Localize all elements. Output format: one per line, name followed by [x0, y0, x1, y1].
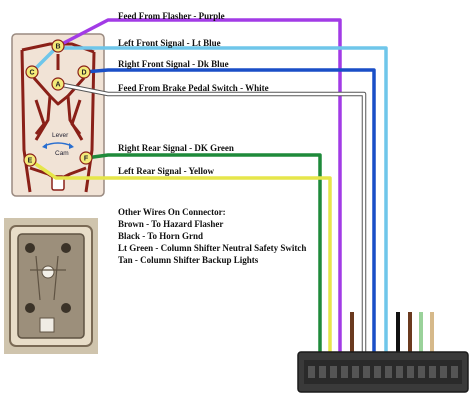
pin-letter: B	[55, 44, 60, 51]
connector-slot	[440, 366, 447, 378]
wire-dk-blue	[83, 68, 376, 354]
pin-circle	[79, 151, 93, 165]
lever-label: Lever	[52, 132, 69, 139]
connector-slot	[352, 366, 359, 378]
connector-slot	[341, 366, 348, 378]
pin-e: E	[23, 153, 37, 167]
lever-cam-arrow-icon	[42, 142, 74, 149]
pin-circle	[51, 77, 65, 91]
wire-label-lt-blue: Left Front Signal - Lt Blue	[118, 38, 221, 48]
connector-slot	[385, 366, 392, 378]
wire-white	[57, 82, 366, 354]
turn-signal-switch: Lever Cam	[11, 33, 105, 197]
connector-slot	[308, 366, 315, 378]
wires-layer	[29, 18, 388, 354]
wire-label-yellow: Left Rear Signal - Yellow	[118, 166, 214, 176]
pin-circle	[25, 65, 39, 79]
pin-letter: C	[29, 70, 34, 77]
wire-label-purple: Feed From Flasher - Purple	[118, 11, 225, 21]
pin-f: F	[79, 151, 93, 165]
pin-letter: D	[81, 70, 86, 77]
connector-slot	[451, 366, 458, 378]
other-wires-line: Lt Green - Column Shifter Neutral Safety…	[118, 243, 306, 253]
connector-photo	[4, 218, 98, 354]
pin-circle	[51, 39, 65, 53]
connector-slot	[319, 366, 326, 378]
connector-slot	[363, 366, 370, 378]
pin-c: C	[25, 65, 39, 79]
extra-connector-wires	[350, 312, 434, 354]
pin-circle	[77, 65, 91, 79]
wire-connector	[297, 351, 469, 393]
wire-dk-green	[85, 153, 322, 354]
pin-letter: F	[84, 156, 89, 163]
wire-purple	[57, 18, 342, 354]
pin-letter: A	[55, 82, 60, 89]
other-wires-note: Other Wires On Connector: Brown - To Haz…	[118, 207, 306, 265]
wire-yellow	[29, 158, 332, 354]
connector-slot	[374, 366, 381, 378]
other-wires-line: Brown - To Hazard Flasher	[118, 219, 223, 229]
wire-label-dk-blue: Right Front Signal - Dk Blue	[118, 59, 229, 69]
connector-slot	[429, 366, 436, 378]
pin-circle	[23, 153, 37, 167]
connector-slot	[396, 366, 403, 378]
pin-d: D	[77, 65, 91, 79]
other-wires-heading: Other Wires On Connector:	[118, 207, 226, 217]
wire-label-white: Feed From Brake Pedal Switch - White	[118, 83, 269, 93]
pins-layer: A B C D E F	[23, 39, 93, 167]
pin-a: A	[51, 77, 65, 91]
other-wires-line: Black - To Horn Grnd	[118, 231, 203, 241]
connector-slot	[418, 366, 425, 378]
connector-slot	[330, 366, 337, 378]
cam-label: Cam	[55, 150, 69, 157]
pin-b: B	[51, 39, 65, 53]
wire-label-dk-green: Right Rear Signal - DK Green	[118, 143, 234, 153]
other-wires-line: Tan - Column Shifter Backup Lights	[118, 255, 259, 265]
pin-letter: E	[28, 158, 33, 165]
connector-slot	[407, 366, 414, 378]
wire-lt-blue	[30, 46, 388, 354]
